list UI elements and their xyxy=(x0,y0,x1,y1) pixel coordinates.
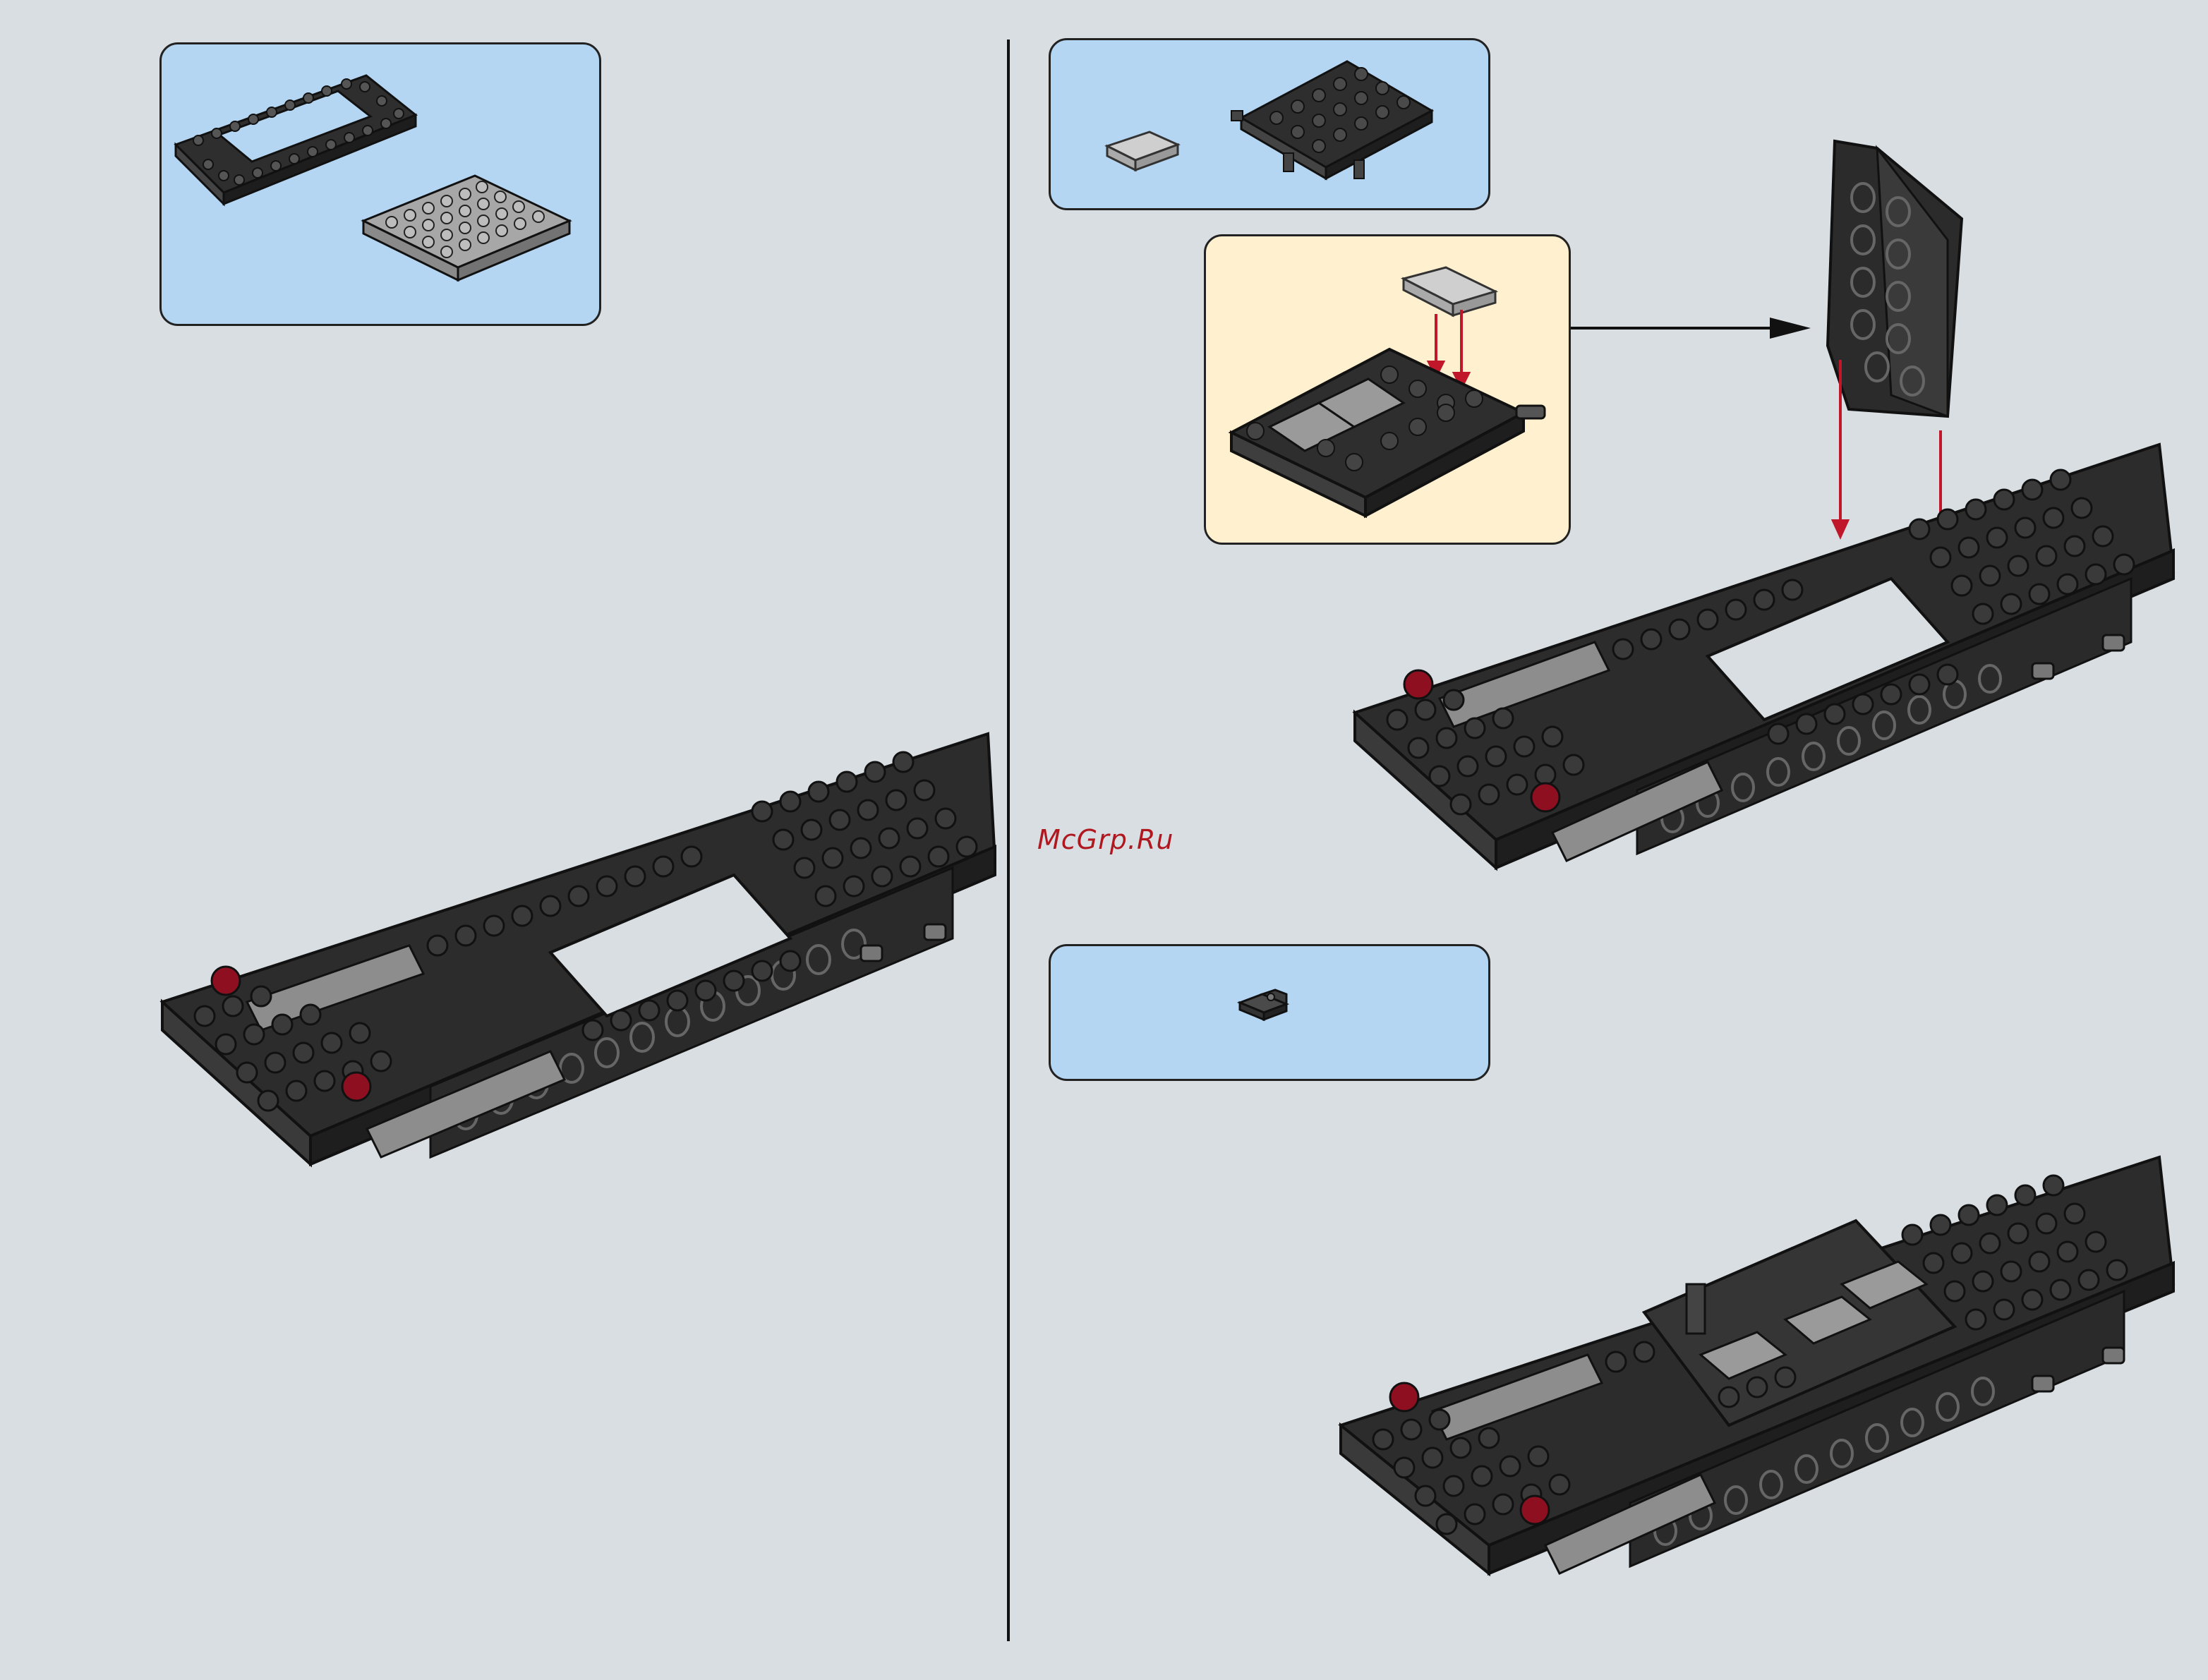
chassis-with-hinged-plate-icon xyxy=(1341,134,2188,882)
bracket-piece-icon xyxy=(1051,946,1492,1083)
page-divider xyxy=(1007,40,1010,1641)
plate-4x6-icon xyxy=(162,44,603,328)
chassis-assembly-icon xyxy=(155,734,1002,1185)
parts-callout-right-bottom xyxy=(1049,944,1490,1081)
chassis-completed-icon xyxy=(1334,1143,2180,1581)
parts-callout-left xyxy=(159,42,601,326)
watermark-text: McGrp.Ru xyxy=(1037,824,1174,855)
